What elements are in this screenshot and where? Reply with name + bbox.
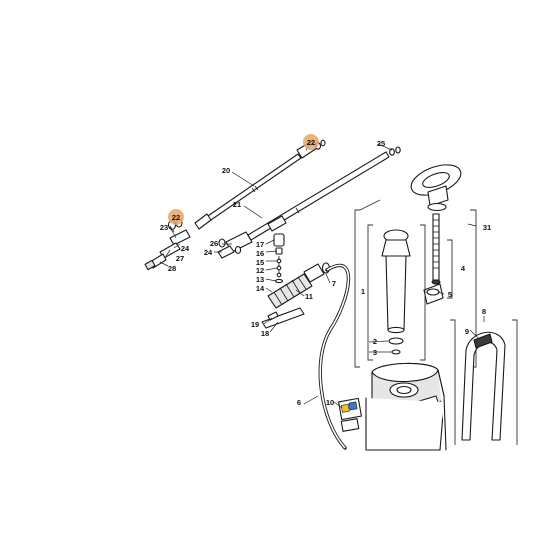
highlight-22-top [303,134,319,150]
callout-6: 6 [297,398,301,407]
callout-1: 1 [361,287,365,296]
callout-31: 31 [483,223,491,232]
callout-22-top: 22 [307,138,315,147]
callout-19: 19 [251,320,259,329]
callout-10: 10 [326,398,334,407]
callout-20: 20 [222,166,230,175]
nozzle-assembly[interactable] [144,218,191,271]
callout-8: 8 [482,307,486,316]
callout-4: 4 [461,264,466,273]
callout-25: 25 [377,139,385,148]
spray-hose[interactable] [318,263,351,450]
shoulder-strap[interactable] [450,319,518,445]
callout-18: 18 [261,329,269,338]
callout-27: 27 [176,254,184,263]
pump-cylinder[interactable] [367,224,426,361]
lower-spray-lance[interactable] [247,146,401,241]
callout-13: 13 [256,275,264,284]
callout-3: 3 [373,348,377,357]
handle-spring[interactable] [267,262,331,309]
pump-handle[interactable] [407,159,465,212]
callout-24-right: 24 [204,248,213,257]
callout-23: 23 [160,223,168,232]
valve-fittings[interactable] [217,231,253,259]
trigger-lever[interactable] [261,307,305,329]
callout-12: 12 [256,266,264,275]
tank[interactable] [365,362,447,451]
callout-21: 21 [233,200,241,209]
bracket-4 [447,239,453,299]
callout-24-left: 24 [181,244,190,253]
callout-22-left: 22 [172,213,180,222]
warning-labels [338,397,362,432]
callout-14: 14 [256,284,265,293]
callout-16: 16 [256,249,264,258]
highlight-22-left [168,209,184,225]
callout-11: 11 [305,292,313,301]
pump-rod[interactable] [423,213,444,305]
callout-17: 17 [256,240,264,249]
callout-28: 28 [168,264,176,273]
callout-5: 5 [448,290,452,299]
valve-stack[interactable] [273,233,285,284]
callout-7: 7 [332,279,336,288]
callout-2: 2 [373,337,377,346]
callout-9: 9 [465,327,469,336]
leader-lines [159,140,485,409]
upper-spray-lance[interactable] [194,139,326,230]
callout-15: 15 [256,258,264,267]
callout-26: 26 [210,239,218,248]
